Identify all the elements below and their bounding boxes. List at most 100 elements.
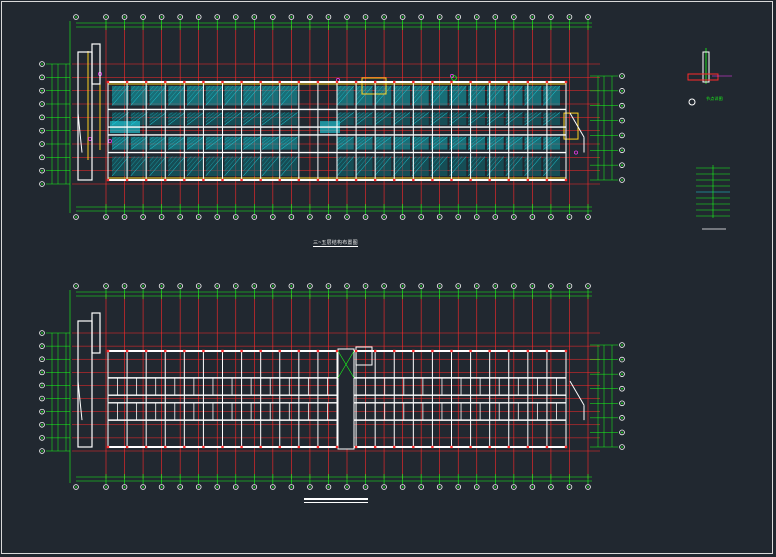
- upper-plan-slab-diagonal: [543, 85, 561, 106]
- lower-plan-axis-bubble-top: [73, 283, 79, 289]
- upper-plan-slab-hatch: [374, 112, 388, 123]
- upper-plan-left-wing-wall: [77, 51, 93, 181]
- upper-plan-slab-hatch: [524, 136, 533, 144]
- upper-plan-axis-bubble-top-dot: [401, 16, 404, 18]
- upper-plan-axis-bubble-bottom-dot: [475, 216, 478, 218]
- upper-plan-slab-hatch: [261, 112, 267, 116]
- upper-plan-slab-hatch: [393, 112, 406, 123]
- upper-plan-slab-hatch: [336, 85, 346, 96]
- lower-plan-column: [240, 349, 243, 353]
- upper-plan-slab-hatch: [205, 156, 211, 162]
- upper-plan-slab-hatch: [355, 85, 365, 96]
- upper-plan-column: [526, 80, 530, 84]
- upper-plan-column: [564, 178, 568, 182]
- upper-plan-slab-hatch: [543, 136, 556, 147]
- upper-plan-slab-hatch: [205, 85, 211, 91]
- upper-plan-axis-bubble-left-dot: [41, 103, 43, 105]
- upper-plan-slab-diagonal: [280, 156, 298, 177]
- upper-plan-slab-hatch: [224, 136, 233, 144]
- upper-plan-slab-hatch: [261, 136, 275, 147]
- upper-plan-column: [125, 80, 129, 84]
- lower-plan-axis-bubble-top-dot: [327, 285, 330, 287]
- upper-plan-axis-bubble-bottom: [73, 214, 79, 220]
- lower-plan-column: [488, 349, 491, 353]
- lower-plan-axis-bubble-bottom: [121, 484, 128, 490]
- upper-plan-column: [183, 178, 186, 182]
- upper-plan-axis-bubble-top-dot: [105, 16, 107, 18]
- upper-plan-axis-bubble-top: [381, 14, 387, 20]
- lower-plan-axis-bubble-top: [585, 283, 591, 289]
- upper-plan-slab-hatch: [524, 85, 538, 101]
- upper-plan-column: [164, 80, 167, 84]
- upper-plan-axis-bubble-top: [288, 14, 295, 20]
- upper-plan-slab-diagonal: [130, 156, 148, 177]
- lower-plan-column: [316, 445, 320, 449]
- upper-plan-slab-hatch: [149, 156, 154, 162]
- upper-plan-axis-bubble-bottom-dot: [216, 216, 219, 218]
- upper-plan-axis-bubble-left: [39, 101, 45, 107]
- lower-plan-column: [183, 349, 186, 353]
- upper-plan-slab-diagonal: [449, 112, 467, 126]
- upper-plan-slab-hatch: [149, 112, 158, 119]
- lower-plan-column: [278, 445, 281, 449]
- lower-plan-axis-bubble-bottom-dot: [216, 486, 219, 488]
- lower-plan-column: [545, 445, 549, 449]
- upper-plan-axis-bubble-bottom: [399, 214, 406, 220]
- lower-plan-axis-bubble-top: [288, 283, 295, 289]
- upper-plan-axis-bubble-top: [473, 14, 480, 20]
- upper-plan-slab-hatch: [411, 136, 417, 141]
- upper-plan-slab-diagonal: [374, 136, 392, 150]
- upper-plan-axis-bubble-top: [529, 14, 536, 20]
- upper-plan-slab-diagonal: [449, 136, 467, 150]
- upper-plan-axis-bubble-top-dot: [179, 16, 181, 18]
- upper-plan-axis-bubble-top: [103, 14, 109, 20]
- upper-plan-slab-hatch: [524, 85, 533, 96]
- lower-plan-column: [469, 445, 472, 449]
- upper-plan-axis-bubble-right-dot: [621, 119, 623, 122]
- upper-plan-slab-diagonal: [355, 136, 373, 150]
- upper-plan-slab-hatch: [168, 85, 181, 101]
- lower-plan-axis-bubble-bottom: [177, 484, 183, 490]
- upper-plan-axis-bubble-bottom-dot: [179, 216, 181, 218]
- upper-plan-slab-diagonal: [430, 156, 448, 177]
- upper-plan-axis-bubble-left: [39, 61, 45, 67]
- lower-plan-axis-bubble-top: [177, 283, 183, 289]
- upper-plan-left-wing-core: [91, 43, 101, 85]
- upper-plan-slab-hatch: [261, 112, 271, 119]
- lower-plan-axis-bubble-top-dot: [364, 285, 367, 287]
- upper-plan-axis-bubble-top: [232, 14, 239, 20]
- lower-plan-column: [125, 349, 129, 353]
- lower-plan-axis-bubble-left-dot: [41, 423, 43, 426]
- lower-plan-axis-bubble-left: [39, 356, 45, 363]
- upper-plan-axis-bubble-top: [73, 14, 79, 20]
- upper-plan-axis-bubble-top: [399, 14, 406, 20]
- upper-plan-slab-hatch: [111, 136, 117, 141]
- upper-plan-slab-diagonal: [393, 112, 411, 126]
- lower-plan-column: [354, 445, 358, 449]
- upper-plan-slab-hatch: [280, 85, 286, 91]
- lower-plan-axis-bubble-bottom-dot: [253, 486, 256, 488]
- upper-plan-axis-bubble-top-dot: [568, 16, 571, 18]
- upper-plan-slab-hatch: [355, 112, 369, 123]
- upper-plan-slab-diagonal: [393, 136, 411, 150]
- upper-plan-axis-bubble-bottom: [511, 214, 517, 220]
- upper-plan-axis-bubble-bottom-dot: [568, 216, 571, 218]
- lower-plan-axis-bubble-top: [307, 283, 313, 289]
- upper-plan-axis-bubble-left-dot: [41, 156, 43, 159]
- upper-plan-axis-bubble-top: [362, 14, 369, 20]
- upper-plan-column: [106, 80, 110, 84]
- upper-plan-axis-bubble-top-dot: [383, 16, 385, 18]
- upper-plan-column: [431, 80, 434, 84]
- upper-plan-slab-hatch: [411, 85, 417, 91]
- upper-plan-axis-bubble-bottom-dot: [253, 216, 256, 218]
- upper-plan-slab-hatch: [505, 85, 515, 96]
- lower-plan-axis-bubble-bottom: [362, 484, 369, 490]
- upper-plan-slab-hatch: [280, 136, 286, 141]
- upper-plan-slab-hatch: [336, 136, 342, 141]
- lower-plan-column: [393, 349, 396, 353]
- upper-plan-axis-bubble-bottom: [362, 214, 369, 220]
- lower-plan-axis-bubble-left: [39, 435, 45, 441]
- upper-plan-slab-hatch: [336, 136, 350, 147]
- upper-plan-slab-hatch: [355, 112, 365, 119]
- upper-plan-slab-diagonal: [205, 156, 223, 177]
